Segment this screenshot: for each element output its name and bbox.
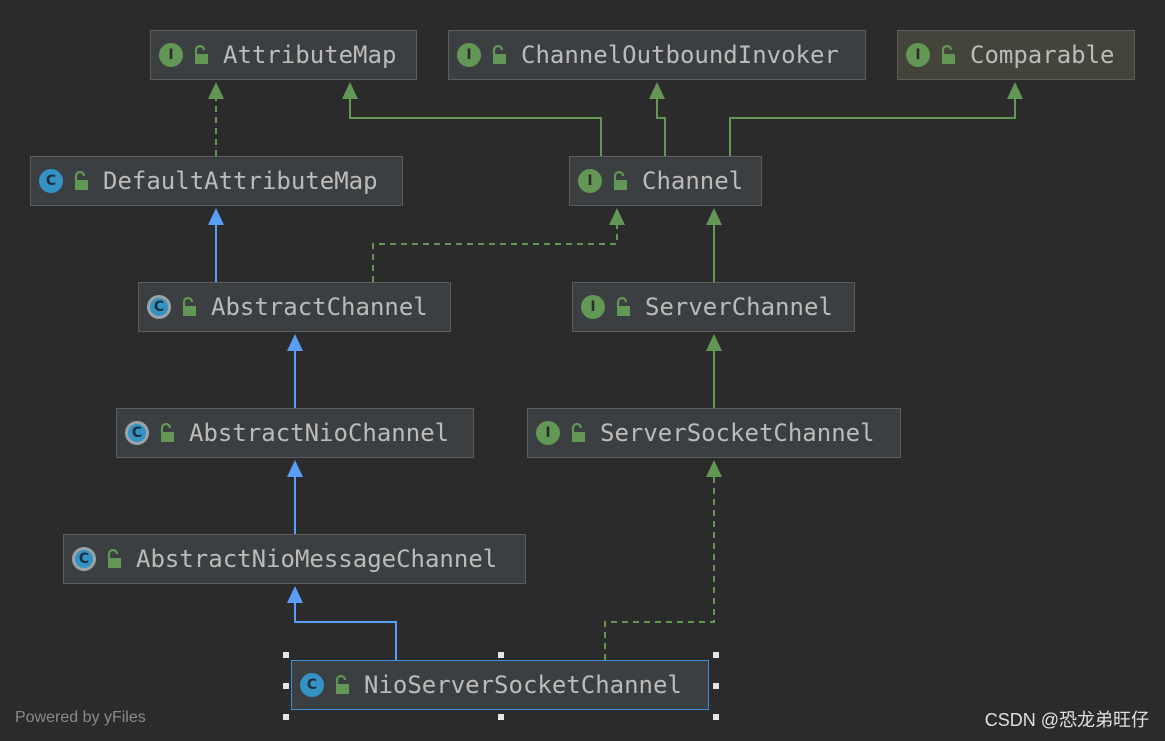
node-channeloutboundinvoker[interactable]: I ChannelOutboundInvoker	[448, 30, 866, 80]
arrowhead-defaultattributemap	[208, 208, 224, 225]
arrowhead-abstractniochannel	[287, 460, 303, 477]
resize-handle-top-right[interactable]	[713, 652, 719, 658]
resize-handle-middle-right[interactable]	[713, 683, 719, 689]
arrowhead-channel-right	[706, 208, 722, 225]
node-label: NioServerSocketChannel	[364, 671, 682, 699]
unlock-icon	[571, 422, 585, 442]
unlock-icon	[492, 44, 506, 64]
unlock-icon	[335, 674, 349, 694]
node-serversocketchannel[interactable]: I ServerSocketChannel	[527, 408, 901, 458]
arrowhead-serversocketchannel	[706, 460, 722, 477]
arrowhead-comparable	[1007, 82, 1023, 99]
class-icon: C	[39, 169, 63, 193]
interface-icon: I	[536, 421, 560, 445]
node-attributemap[interactable]: I AttributeMap	[150, 30, 417, 80]
interface-icon: I	[159, 43, 183, 67]
interface-icon: I	[578, 169, 602, 193]
resize-handle-bottom-middle[interactable]	[498, 714, 504, 720]
edge-channel-comparable	[729, 96, 1016, 156]
interface-icon: I	[906, 43, 930, 67]
resize-handle-middle-left[interactable]	[283, 683, 289, 689]
node-nioserversocketchannel[interactable]: C NioServerSocketChannel	[291, 660, 709, 710]
node-label: ChannelOutboundInvoker	[521, 41, 839, 69]
watermark: CSDN @恐龙弟旺仔	[984, 710, 1149, 730]
node-label: ServerChannel	[645, 293, 833, 321]
powered-by-label: Powered by yFiles	[15, 709, 146, 726]
node-label: Channel	[642, 167, 744, 195]
arrowhead-channel-left	[609, 208, 625, 225]
node-comparable[interactable]: I Comparable	[897, 30, 1135, 80]
unlock-icon	[194, 44, 208, 64]
node-label: Comparable	[970, 41, 1115, 69]
arrowhead-attributemap-right	[342, 82, 358, 99]
node-label: AbstractChannel	[211, 293, 428, 321]
node-label: DefaultAttributeMap	[103, 167, 378, 195]
abstract-class-icon: C	[125, 421, 149, 445]
abstract-class-icon: C	[72, 547, 96, 571]
unlock-icon	[107, 548, 121, 568]
resize-handle-bottom-right[interactable]	[713, 714, 719, 720]
node-abstractchannel[interactable]: C AbstractChannel	[138, 282, 451, 332]
node-channel[interactable]: I Channel	[569, 156, 762, 206]
node-serverchannel[interactable]: I ServerChannel	[572, 282, 855, 332]
arrowhead-abstractchannel	[287, 334, 303, 351]
arrowhead-abstractniomessagechannel	[287, 586, 303, 603]
arrowhead-serverchannel	[706, 334, 722, 351]
node-abstractniochannel[interactable]: C AbstractNioChannel	[116, 408, 474, 458]
unlock-icon	[160, 422, 174, 442]
arrowhead-channeloutboundinvoker	[649, 82, 665, 99]
node-label: AbstractNioChannel	[189, 419, 450, 447]
unlock-icon	[182, 296, 196, 316]
unlock-icon	[941, 44, 955, 64]
interface-icon: I	[581, 295, 605, 319]
unlock-icon	[616, 296, 630, 316]
edge-nioserversocketchannel-abstractniomessagechannel	[294, 600, 397, 660]
resize-handle-top-left[interactable]	[283, 652, 289, 658]
edge-nioserversocketchannel-serversocketchannel	[604, 474, 715, 660]
node-defaultattributemap[interactable]: C DefaultAttributeMap	[30, 156, 403, 206]
unlock-icon	[74, 170, 88, 190]
interface-icon: I	[457, 43, 481, 67]
node-abstractniomessagechannel[interactable]: C AbstractNioMessageChannel	[63, 534, 526, 584]
edge-channel-channeloutboundinvoker	[656, 96, 666, 156]
arrowhead-attributemap-left	[208, 82, 224, 99]
node-label: AttributeMap	[223, 41, 397, 69]
abstract-class-icon: C	[147, 295, 171, 319]
unlock-icon	[613, 170, 627, 190]
edge-abstractchannel-channel	[372, 222, 618, 282]
edge-channel-attributemap	[349, 96, 602, 156]
node-label: AbstractNioMessageChannel	[136, 545, 498, 573]
resize-handle-top-middle[interactable]	[498, 652, 504, 658]
resize-handle-bottom-left[interactable]	[283, 714, 289, 720]
node-label: ServerSocketChannel	[600, 419, 875, 447]
class-icon: C	[300, 673, 324, 697]
